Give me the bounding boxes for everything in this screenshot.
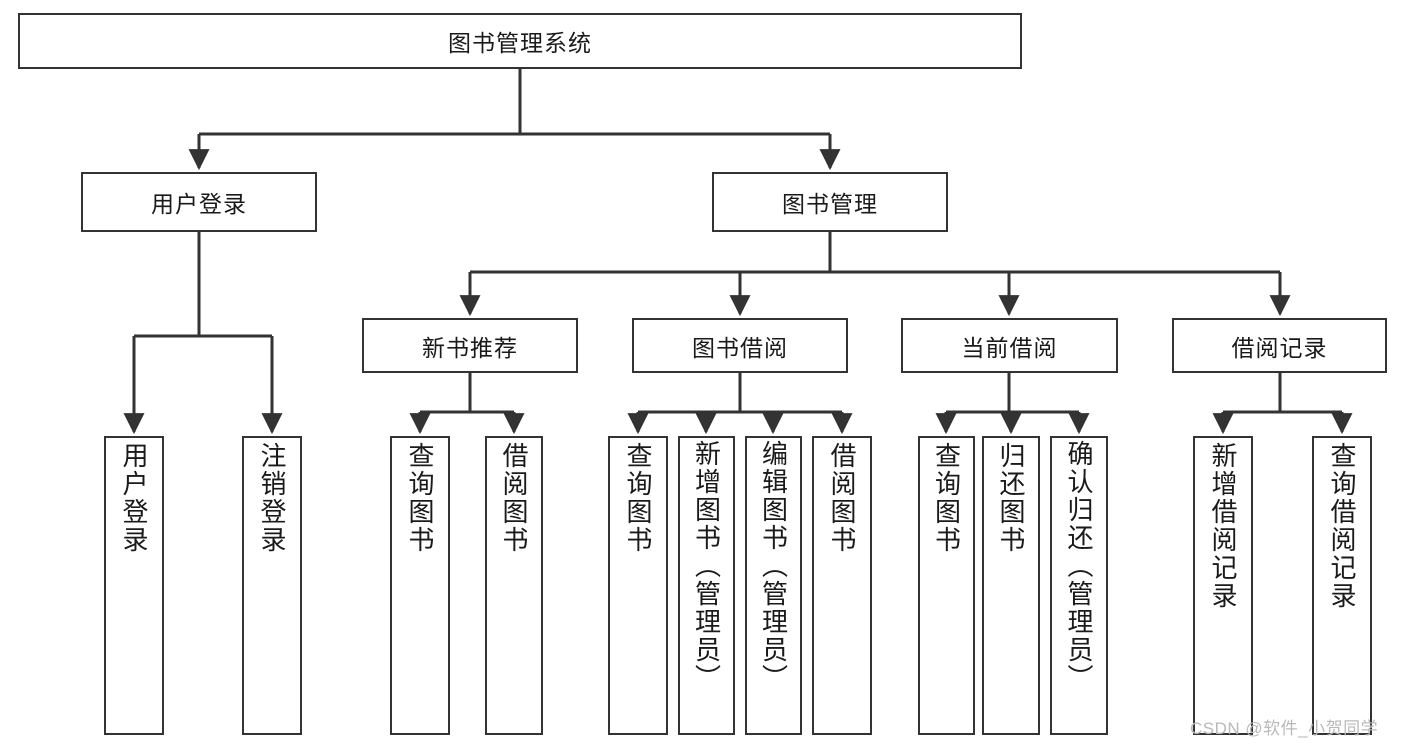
leaf-borrow-book-recommend[interactable]: 借阅图书 xyxy=(485,436,543,735)
node-book-borrow[interactable]: 图书借阅 xyxy=(632,318,848,373)
leaf-edit-book-admin[interactable]: 编辑图书（管理员） xyxy=(745,436,802,735)
leaf-add-book-admin[interactable]: 新增图书（管理员） xyxy=(678,436,735,735)
leaf-query-book-recommend[interactable]: 查询图书 xyxy=(390,436,450,735)
leaf-user-login[interactable]: 用户登录 xyxy=(104,436,164,735)
leaf-add-borrow-record[interactable]: 新增借阅记录 xyxy=(1193,436,1253,735)
node-user-login[interactable]: 用户登录 xyxy=(81,172,317,232)
node-new-book-recommend[interactable]: 新书推荐 xyxy=(362,318,578,373)
node-root[interactable]: 图书管理系统 xyxy=(18,13,1022,69)
node-current-borrow[interactable]: 当前借阅 xyxy=(901,318,1118,373)
csdn-watermark: CSDN @软件_小贺同学 xyxy=(1190,719,1379,738)
node-borrow-record[interactable]: 借阅记录 xyxy=(1172,318,1387,373)
leaf-query-borrow-record[interactable]: 查询借阅记录 xyxy=(1312,436,1372,735)
node-book-management[interactable]: 图书管理 xyxy=(712,172,948,232)
leaf-query-book-borrow[interactable]: 查询图书 xyxy=(608,436,668,735)
leaf-query-book-current[interactable]: 查询图书 xyxy=(918,436,975,735)
leaf-confirm-return-admin[interactable]: 确认归还（管理员） xyxy=(1050,436,1108,735)
leaf-user-logout[interactable]: 注销登录 xyxy=(242,436,302,735)
leaf-borrow-book[interactable]: 借阅图书 xyxy=(812,436,872,735)
leaf-return-book[interactable]: 归还图书 xyxy=(982,436,1040,735)
